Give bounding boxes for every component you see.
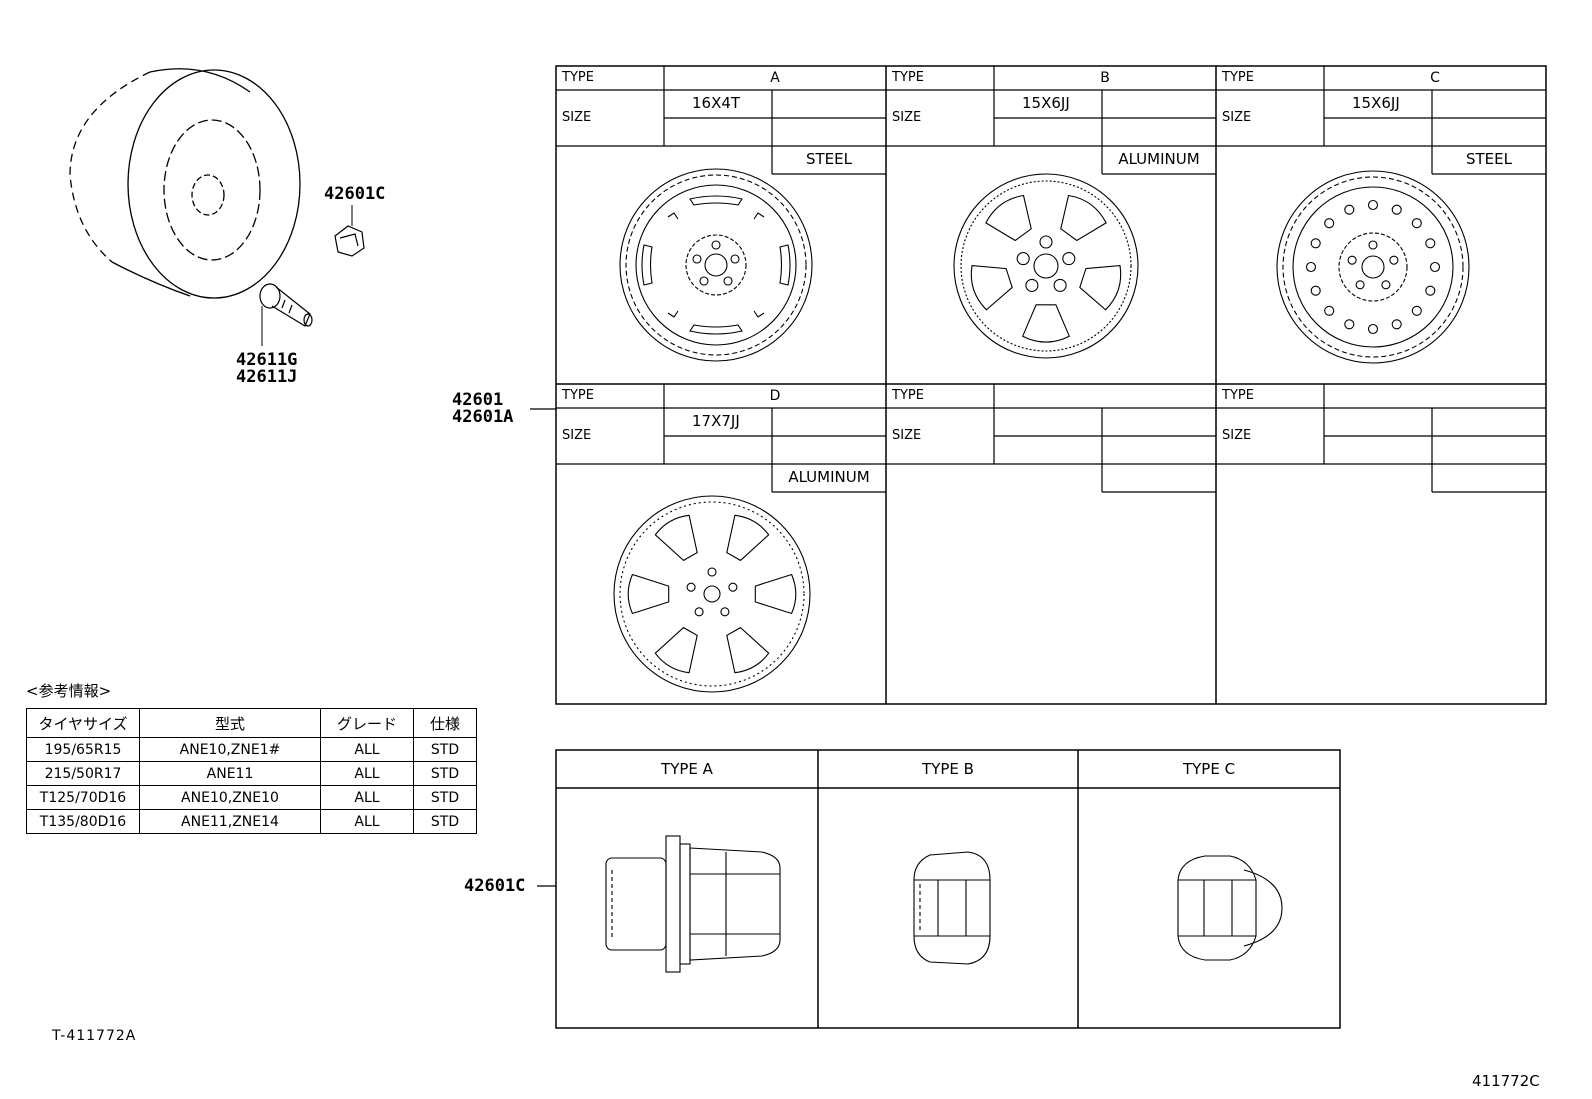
reference-header-row: タイヤサイズ 型式 グレード 仕様: [26, 708, 477, 738]
nut-type-c-drawing: [1177, 855, 1283, 961]
reference-header-cell: 仕様: [413, 708, 477, 738]
reference-table: タイヤサイズ 型式 グレード 仕様 195/65R15 ANE10,ZNE1# …: [26, 708, 477, 834]
nut-type-a-drawing: [605, 835, 781, 973]
nut-type-b-drawing: [913, 851, 991, 965]
tire-illustration: [69, 68, 301, 299]
wheel-type-grid: [530, 65, 1547, 705]
wheel-material-label: STEEL: [806, 150, 852, 168]
left-drawing-code: T-411772A: [52, 1028, 137, 1044]
wheel-size-label: SIZE: [1222, 428, 1252, 443]
wheel-material-label: ALUMINUM: [788, 468, 870, 486]
valve-stem-icon: [259, 283, 313, 327]
wheel-size-label: SIZE: [1222, 110, 1252, 125]
table-row: T135/80D16 ANE11,ZNE14 ALL STD: [26, 809, 477, 834]
wheel-type-label: TYPE: [892, 70, 924, 85]
wheel-type-label: TYPE: [1222, 70, 1254, 85]
tire-assembly-drawing: [69, 68, 365, 346]
table-row: T125/70D16 ANE10,ZNE10 ALL STD: [26, 785, 477, 810]
wheel-type-label: TYPE: [562, 70, 594, 85]
table-cell: T135/80D16: [26, 809, 140, 834]
table-cell: ALL: [320, 737, 414, 762]
nut-type-c-header: TYPE C: [1182, 760, 1236, 778]
reference-header-cell: グレード: [320, 708, 414, 738]
wheel-type-value: A: [770, 70, 780, 86]
wheel-size-value: 17X7JJ: [692, 412, 740, 430]
nut-type-grid: [537, 749, 1341, 1029]
lug-nut-icon: [334, 225, 365, 257]
right-drawing-code: 411772C: [1472, 1072, 1540, 1090]
callout-valve-part-number-1: 42611G: [236, 350, 298, 370]
callout-wheel-part-number-2: 42601A: [452, 407, 514, 427]
reference-header-cell: 型式: [139, 708, 321, 738]
callout-nut-table-part-number: 42601C: [464, 876, 526, 896]
wheel-c-drawing: [1276, 170, 1470, 364]
wheel-type-label: TYPE: [892, 388, 924, 403]
wheel-type-label: TYPE: [562, 388, 594, 403]
reference-title: <参考情報>: [26, 682, 112, 700]
wheel-size-label: SIZE: [892, 110, 922, 125]
wheel-size-label: SIZE: [562, 110, 592, 125]
table-cell: ALL: [320, 761, 414, 786]
table-cell: ALL: [320, 809, 414, 834]
wheel-type-value: D: [769, 388, 781, 404]
callout-wheel-part-number-1: 42601: [452, 390, 504, 410]
wheel-material-label: STEEL: [1466, 150, 1512, 168]
table-cell: STD: [413, 785, 477, 810]
wheel-material-label: ALUMINUM: [1118, 150, 1200, 168]
nut-type-b-header: TYPE B: [922, 760, 974, 778]
wheel-size-value: 16X4T: [692, 94, 741, 112]
wheel-type-value: C: [1430, 70, 1440, 86]
nut-type-a-header: TYPE A: [661, 760, 713, 778]
wheel-size-value: 15X6JJ: [1022, 94, 1070, 112]
table-cell: ANE10,ZNE10: [139, 785, 321, 810]
table-cell: STD: [413, 809, 477, 834]
wheel-b-drawing: [953, 173, 1139, 359]
table-cell: ANE11,ZNE14: [139, 809, 321, 834]
wheel-size-label: SIZE: [892, 428, 922, 443]
wheel-type-label: TYPE: [1222, 388, 1254, 403]
wheel-type-value: B: [1100, 70, 1110, 86]
wheel-size-value: 15X6JJ: [1352, 94, 1400, 112]
wheel-size-label: SIZE: [562, 428, 592, 443]
callout-valve-part-number-2: 42611J: [236, 367, 298, 387]
table-row: 195/65R15 ANE10,ZNE1# ALL STD: [26, 737, 477, 762]
callout-nut-part-number: 42601C: [324, 184, 386, 204]
table-cell: ANE11: [139, 761, 321, 786]
wheel-a-drawing: [619, 168, 813, 362]
table-cell: ANE10,ZNE1#: [139, 737, 321, 762]
wheel-d-drawing: [613, 495, 811, 693]
